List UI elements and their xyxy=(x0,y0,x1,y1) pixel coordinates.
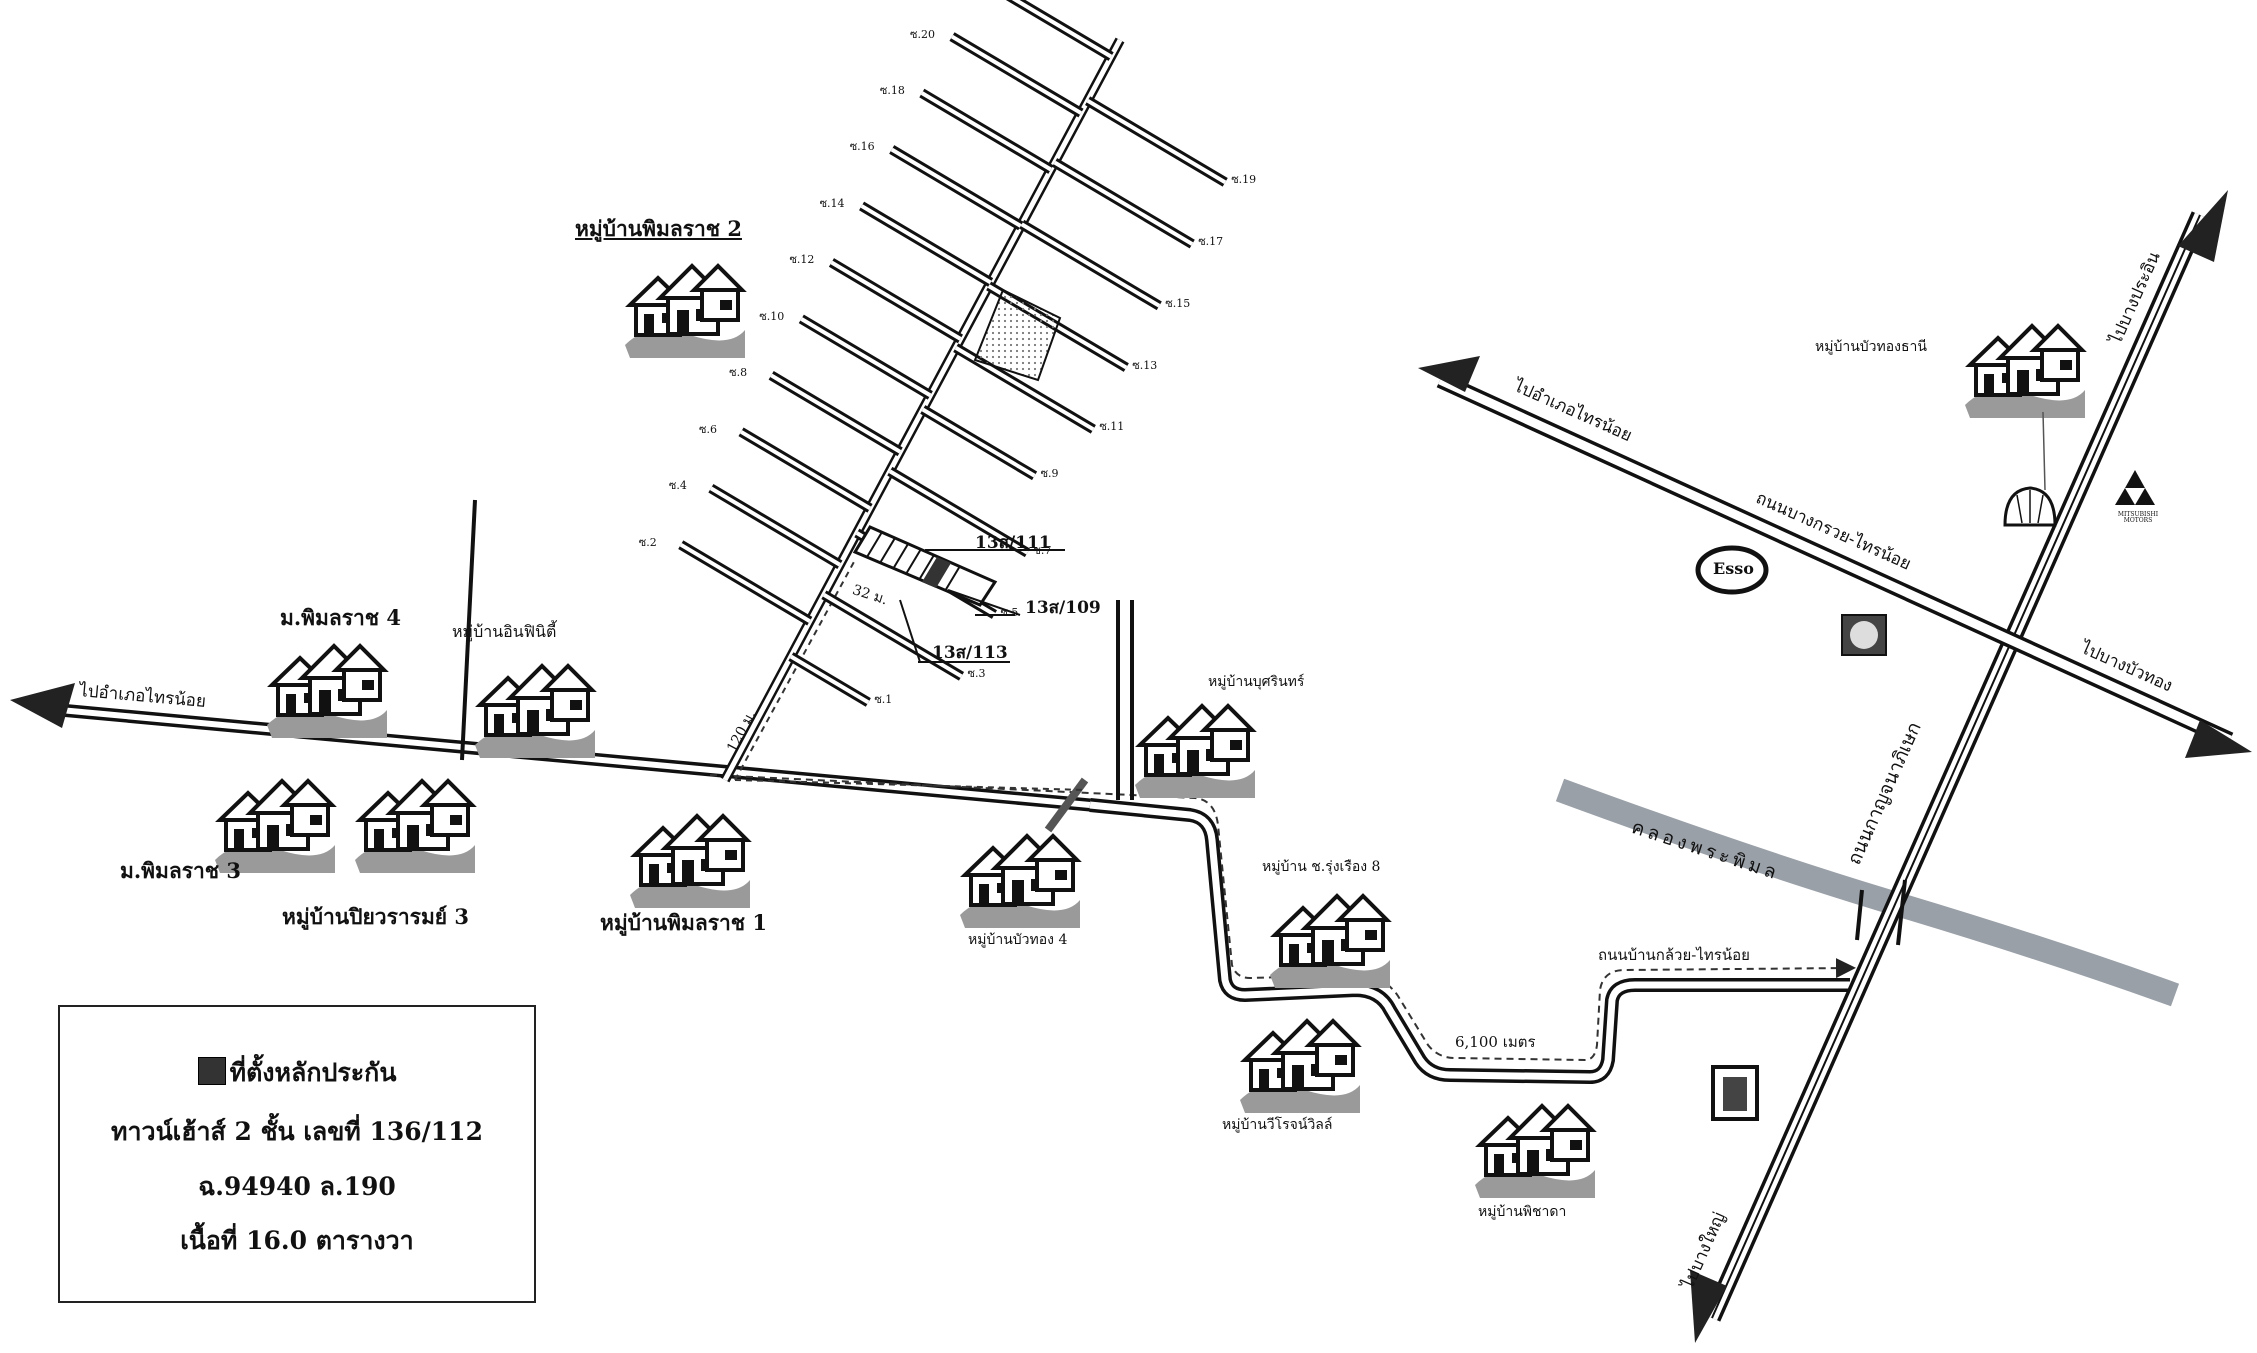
soi-label: ซ.1 xyxy=(874,693,893,707)
mitsubishi-logo xyxy=(2115,470,2155,505)
plot-callouts xyxy=(899,549,1065,663)
soi-street xyxy=(920,91,1052,172)
legend-title: ที่ตั้งหลักประกัน xyxy=(229,1058,397,1087)
esso-logo xyxy=(1695,545,1769,595)
soi-label: ซ.4 xyxy=(668,479,687,493)
side-roads xyxy=(460,499,1134,833)
soi-street xyxy=(822,593,963,679)
soi-label: ซ.8 xyxy=(729,366,748,380)
gas-station-logo xyxy=(1841,614,1887,656)
soi-label: ซ.3 xyxy=(967,667,986,681)
village-label-pimolrat2: หมู่บ้านพิมลราช 2 xyxy=(575,216,742,241)
soi-street xyxy=(800,317,932,398)
legend-line2: ฉ.94940 ล.190 xyxy=(198,1172,396,1201)
soi-street xyxy=(890,147,1022,228)
soi-label: ซ.5 xyxy=(1000,605,1019,619)
soi-label: ซ.16 xyxy=(849,140,875,154)
soi-label: ซ.12 xyxy=(789,253,815,267)
village-label-pichada: หมู่บ้านพิชาดา xyxy=(1478,1204,1567,1220)
collateral-legend: ที่ตั้งหลักประกัน ทาวน์เฮ้าส์ 2 ชั้น เลข… xyxy=(58,1005,536,1303)
soi-street xyxy=(1086,98,1227,185)
village-label-worachwill: หมู่บ้านวีโรจน์วิลล์ xyxy=(1222,1117,1333,1133)
soi-street xyxy=(740,430,872,511)
soi-spine-road xyxy=(720,37,1125,791)
soi-label: ซ.14 xyxy=(819,196,845,210)
plot-label-b: 13ส/109 xyxy=(1025,598,1101,618)
soi-label: ซ.2 xyxy=(638,535,657,549)
soi-label: ซ.13 xyxy=(1132,358,1158,372)
distance-main: 6,100 เมตร xyxy=(1455,1033,1536,1051)
esso-label: Esso xyxy=(1713,559,1754,578)
village-label-pimolrat4: ม.พิมลราช 4 xyxy=(280,605,401,630)
soi-street xyxy=(679,542,811,623)
plot-label-c: 13ส/113 xyxy=(932,643,1008,663)
soi-street xyxy=(860,204,992,285)
village-label-pimolrat1: หมู่บ้านพิมลราช 1 xyxy=(600,910,767,935)
soi-label: ซ.18 xyxy=(879,84,905,98)
dotted-parcel xyxy=(973,288,1062,382)
kanchanaphisek-road xyxy=(1690,190,2228,1343)
legend-line1: ทาวน์เฮ้าส์ 2 ชั้น เลขที่ 136/112 xyxy=(111,1117,483,1146)
soi-street xyxy=(1053,160,1194,246)
legend-line3: เนื้อที่ 16.0 ตารางวา xyxy=(180,1226,414,1255)
soi-label: ซ.17 xyxy=(1198,235,1224,249)
soi-street xyxy=(950,34,1083,115)
collateral-unit xyxy=(922,557,951,588)
soi-label: ซ.9 xyxy=(1040,466,1059,480)
village-label-pimolrat3: ม.พิมลราช 3 xyxy=(120,858,241,883)
townhouse-row xyxy=(852,525,998,607)
village-label-piyawaram3: หมู่บ้านปิยวรารมย์ 3 xyxy=(282,904,470,929)
soi-street xyxy=(921,407,1036,478)
collateral-swatch-icon xyxy=(197,1057,226,1085)
bangkruai-sainoi-road xyxy=(1418,356,2252,758)
plot-label-a: 13ส/111 xyxy=(975,533,1051,553)
village-label-rungruang8: หมู่บ้าน ช.รุ่งเรือง 8 xyxy=(1262,859,1381,875)
village-label-infinity: หมู่บ้านอินฟินิตี้ xyxy=(452,622,557,641)
mall-logo xyxy=(1711,1065,1759,1121)
soi-label: ซ.11 xyxy=(1099,420,1125,434)
soi-label: ซ.10 xyxy=(759,309,785,323)
soi-label: ซ.15 xyxy=(1165,296,1191,310)
soi-street xyxy=(1011,0,1113,59)
soi-label: ซ.7 xyxy=(1033,543,1052,557)
soi-label: ซ.6 xyxy=(699,422,717,436)
soi-street xyxy=(1020,222,1161,308)
village-label-buathong4: หมู่บ้านบัวทอง 4 xyxy=(968,932,1068,948)
legend-title-row: ที่ตั้งหลักประกัน xyxy=(60,1053,534,1093)
road-label-ban-kluai-sainoi: ถนนบ้านกล้วย-ไทรน้อย xyxy=(1598,946,1750,964)
soi-street xyxy=(709,486,841,567)
road-ban-kluai xyxy=(709,774,1856,1085)
soi-street xyxy=(1005,0,1114,61)
soi-street xyxy=(789,654,870,705)
soi-street xyxy=(888,469,1029,555)
soi-label: ซ.19 xyxy=(1231,173,1257,187)
mitsubishi-label: MITSUBISHI MOTORS xyxy=(2117,511,2159,524)
village-label-bussarin: หมู่บ้านบุศรินทร์ xyxy=(1208,674,1305,690)
soi-label: ซ.20 xyxy=(909,27,935,41)
soi-street xyxy=(770,373,902,454)
village-label-buathongthani: หมู่บ้านบัวทองธานี xyxy=(1815,339,1927,355)
shell-logo xyxy=(2003,486,2057,527)
soi-street xyxy=(830,260,962,341)
